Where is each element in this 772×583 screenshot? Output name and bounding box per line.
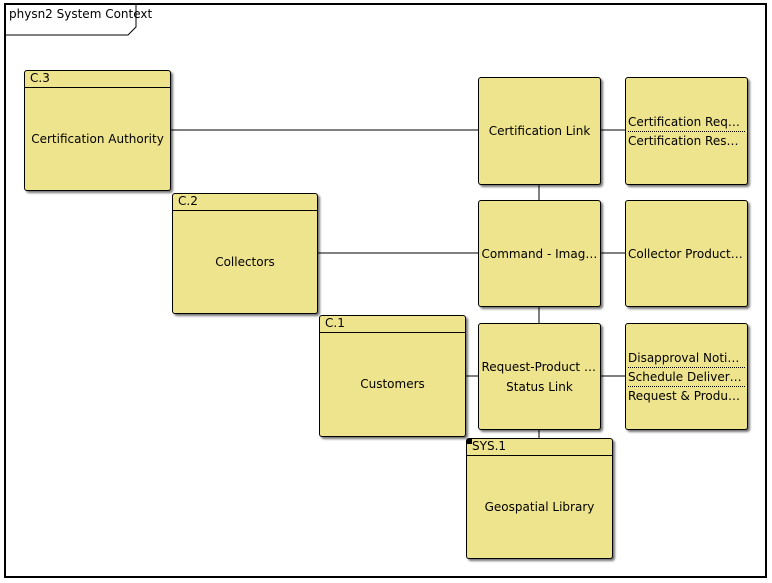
component-collectors[interactable]: C.2 Collectors [172,193,318,314]
link-label: Request-Product Link [481,359,598,374]
exchange-item[interactable]: Certification Respons... [628,133,747,148]
link-label: Certification Link [488,124,591,138]
certification-exchange-items[interactable]: Certification Request... Certification R… [625,77,748,185]
component-geospatial-library[interactable]: SYS.1 Geospatial Library [466,438,613,559]
request-product-link[interactable]: Request-Product Link Status Link [478,323,601,430]
exchange-item[interactable]: Schedule Delivery Link [628,369,747,384]
component-name: Customers [360,377,425,391]
component-name: Collectors [215,254,275,269]
exchange-item[interactable]: Request & Product Li... [628,388,747,403]
customer-exchange-items[interactable]: Disapproval Notificat... Schedule Delive… [625,323,748,430]
frame-title-tab [6,5,137,36]
component-certification-authority[interactable]: C.3 Certification Authority [24,70,171,191]
component-name: Geospatial Library [484,499,595,514]
exchange-item[interactable]: Certification Request... [628,114,747,129]
system-marker-icon [467,439,472,444]
collector-exchange-items[interactable]: Collector Product Link [625,200,748,307]
link-label: Command - Imagery... [481,246,598,261]
diagram-frame: physn2 System Context [4,3,767,578]
certification-link[interactable]: Certification Link [478,77,601,185]
item-divider [628,130,745,132]
component-id: C.2 [173,194,317,211]
component-name: Certification Authority [31,131,164,146]
item-divider [628,385,745,387]
component-customers[interactable]: C.1 Customers [319,315,466,437]
component-id: C.1 [320,316,465,333]
link-label: Status Link [506,379,573,394]
frame-title: physn2 System Context [9,7,153,21]
component-id: SYS.1 [467,439,612,456]
exchange-item[interactable]: Collector Product Link [628,246,747,261]
component-id: C.3 [25,71,170,88]
command-imagery-link[interactable]: Command - Imagery... [478,200,601,307]
exchange-item[interactable]: Disapproval Notificat... [628,350,747,365]
item-divider [628,366,745,368]
